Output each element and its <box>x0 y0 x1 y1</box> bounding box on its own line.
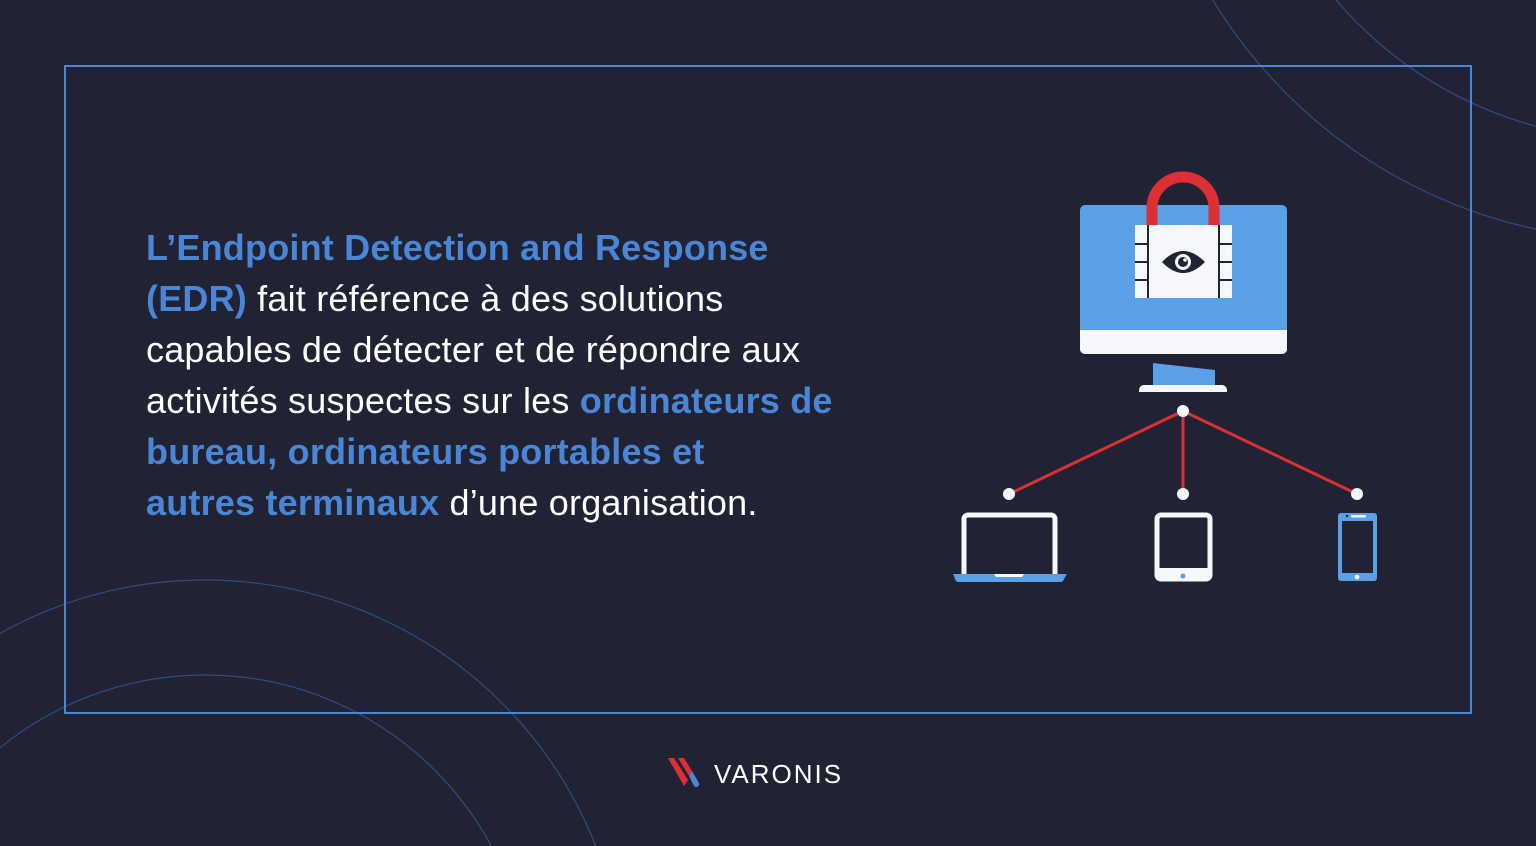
highlighted-text: ordinateurs de <box>579 380 833 421</box>
laptop-icon <box>953 512 1067 583</box>
headline-text: L’Endpoint Detection and Response (EDR) f… <box>146 222 946 528</box>
headline-line: activités suspectes sur les ordinateurs … <box>146 375 946 426</box>
padlock-eye-icon <box>1135 171 1232 298</box>
headline-line: (EDR) fait référence à des solutions <box>146 273 946 324</box>
tablet-icon <box>1154 512 1213 582</box>
connector-lines <box>1008 409 1358 496</box>
body-text: capables de détecter et de répondre aux <box>146 329 801 370</box>
smartphone-icon <box>1338 513 1377 581</box>
highlighted-text: L’Endpoint Detection and Response <box>146 227 769 268</box>
body-text: fait référence à des solutions <box>246 278 724 319</box>
body-text: d’une organisation. <box>439 482 758 523</box>
highlighted-text: (EDR) <box>146 278 247 319</box>
varonis-logo-mark-icon <box>668 758 700 787</box>
brand-name: VARONIS <box>714 758 844 789</box>
headline-line: bureau, ordinateurs portables et <box>146 426 946 477</box>
varonis-logo: VARONIS <box>668 756 843 792</box>
content-frame <box>64 65 1472 714</box>
body-text: activités suspectes sur les <box>146 380 580 421</box>
highlighted-text: autres terminaux <box>146 482 440 523</box>
headline-line: L’Endpoint Detection and Response <box>146 222 946 273</box>
headline-line: autres terminaux d’une organisation. <box>146 477 946 528</box>
connector-nodes <box>1003 405 1363 500</box>
headline-line: capables de détecter et de répondre aux <box>146 324 946 375</box>
highlighted-text: bureau, ordinateurs portables et <box>146 431 705 472</box>
edr-network-illustration <box>953 171 1377 583</box>
